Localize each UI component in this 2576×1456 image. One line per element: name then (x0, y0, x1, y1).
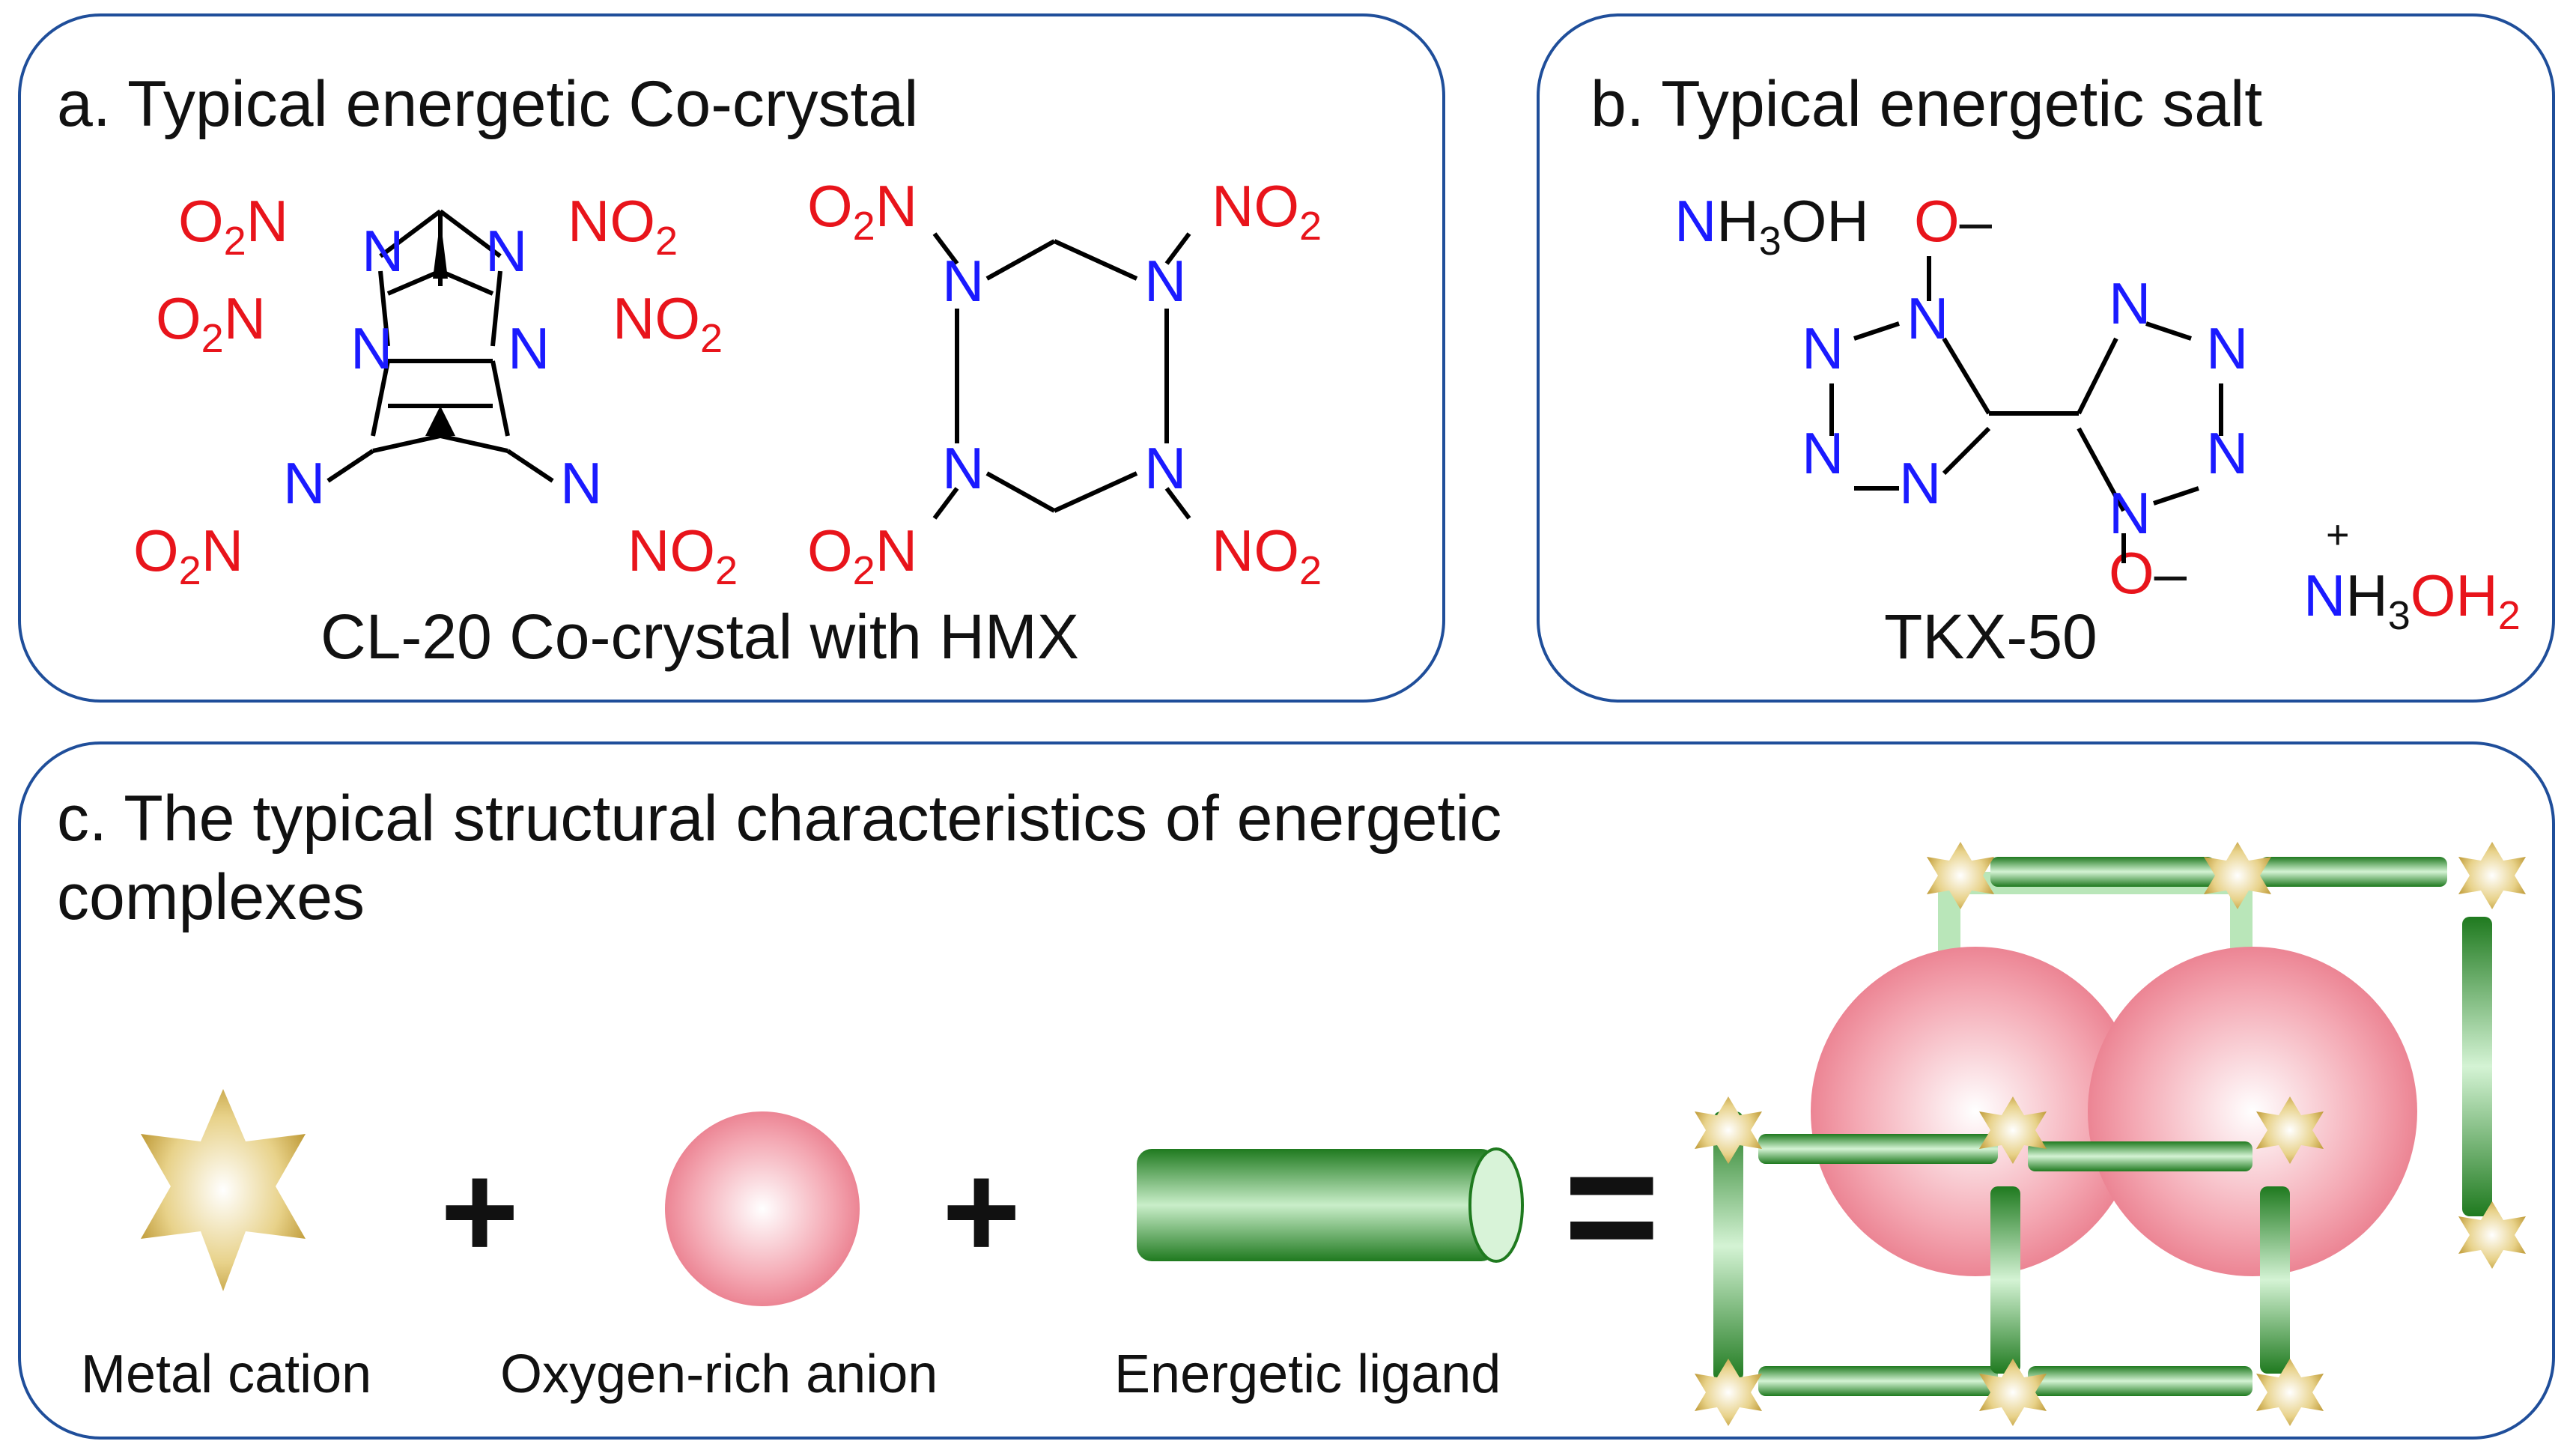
cl20-no2-1: NO2 (568, 188, 678, 264)
metal-cation-icon (141, 1089, 306, 1291)
cl20-no2-3: NO2 (628, 518, 738, 593)
tkx-n6: N (2206, 315, 2248, 381)
anion-o-1: O– (1914, 188, 1993, 254)
panel-b-caption: TKX-50 (1884, 601, 2097, 672)
tkx-n2: N (1802, 315, 1844, 381)
cl20-o2n-3: O2N (133, 518, 243, 593)
hmx-structure: N N N N O2N NO2 O2N NO2 (807, 173, 1322, 593)
panel-a-title: a. Typical energetic Co-crystal (57, 68, 919, 140)
cation-2: NH3OH2 (2303, 562, 2521, 638)
cl20-o2n-2: O2N (156, 285, 266, 361)
cl20-no2-2: NO2 (613, 285, 723, 361)
panel-b: b. Typical energetic salt TKX-50 NH3OH O… (1537, 13, 2555, 703)
tkx-n4: N (1899, 450, 1941, 516)
hmx-n4: N (1144, 435, 1186, 501)
cl20-n6: N (560, 450, 602, 516)
cl20-n3: N (350, 315, 392, 381)
cl20-n4: N (508, 315, 550, 381)
panel-b-title: b. Typical energetic salt (1591, 68, 2263, 140)
anion-o-2: O– (2109, 540, 2187, 606)
tkx-n1: N (1907, 285, 1948, 351)
hmx-no2-2: NO2 (1212, 518, 1322, 593)
panel-a: a. Typical energetic Co-crystal CL-20 Co… (18, 13, 1445, 703)
hmx-o2n-1: O2N (807, 173, 917, 249)
cl20-n5: N (283, 450, 325, 516)
hmx-o2n-2: O2N (807, 518, 917, 593)
hmx-n2: N (1144, 248, 1186, 314)
hmx-no2-1: NO2 (1212, 173, 1322, 249)
cl20-n2: N (485, 218, 527, 284)
energetic-complex-framework (1695, 842, 2526, 1426)
cl20-structure: N N N N N N O2N NO2 O2N NO2 O2N NO2 (133, 188, 738, 593)
tkx-n3: N (1802, 420, 1844, 486)
cl20-o2n-1: O2N (178, 188, 288, 264)
energetic-ligand-icon (1137, 1147, 1524, 1263)
cl20-n1: N (362, 218, 404, 284)
hmx-n1: N (942, 248, 984, 314)
panel-c-title-line2: complexes (57, 861, 365, 933)
panel-c: c. The typical structural characteristic… (18, 741, 2555, 1440)
equals-operator: = (1564, 1114, 1660, 1298)
metal-cation-label: Metal cation (81, 1344, 372, 1404)
tkx-n8: N (2109, 480, 2151, 546)
tkx-n5: N (2109, 270, 2151, 336)
energetic-ligand-label: Energetic ligand (1114, 1344, 1501, 1404)
tkx50-structure: NH3OH O– NH3OH2 O– + N N N N N (1674, 188, 2521, 638)
oxygen-rich-anion-label: Oxygen-rich anion (500, 1344, 938, 1404)
plus-operator-2: + (942, 1136, 1021, 1287)
plus-sign: + (2326, 512, 2350, 557)
hmx-n3: N (942, 435, 984, 501)
tkx-n7: N (2206, 420, 2248, 486)
oxygen-rich-anion-icon (665, 1111, 860, 1306)
panel-a-caption: CL-20 Co-crystal with HMX (321, 601, 1079, 672)
plus-operator-1: + (440, 1136, 520, 1287)
panel-c-title-line1: c. The typical structural characteristic… (57, 783, 1502, 855)
cation-1: NH3OH (1674, 188, 1869, 264)
